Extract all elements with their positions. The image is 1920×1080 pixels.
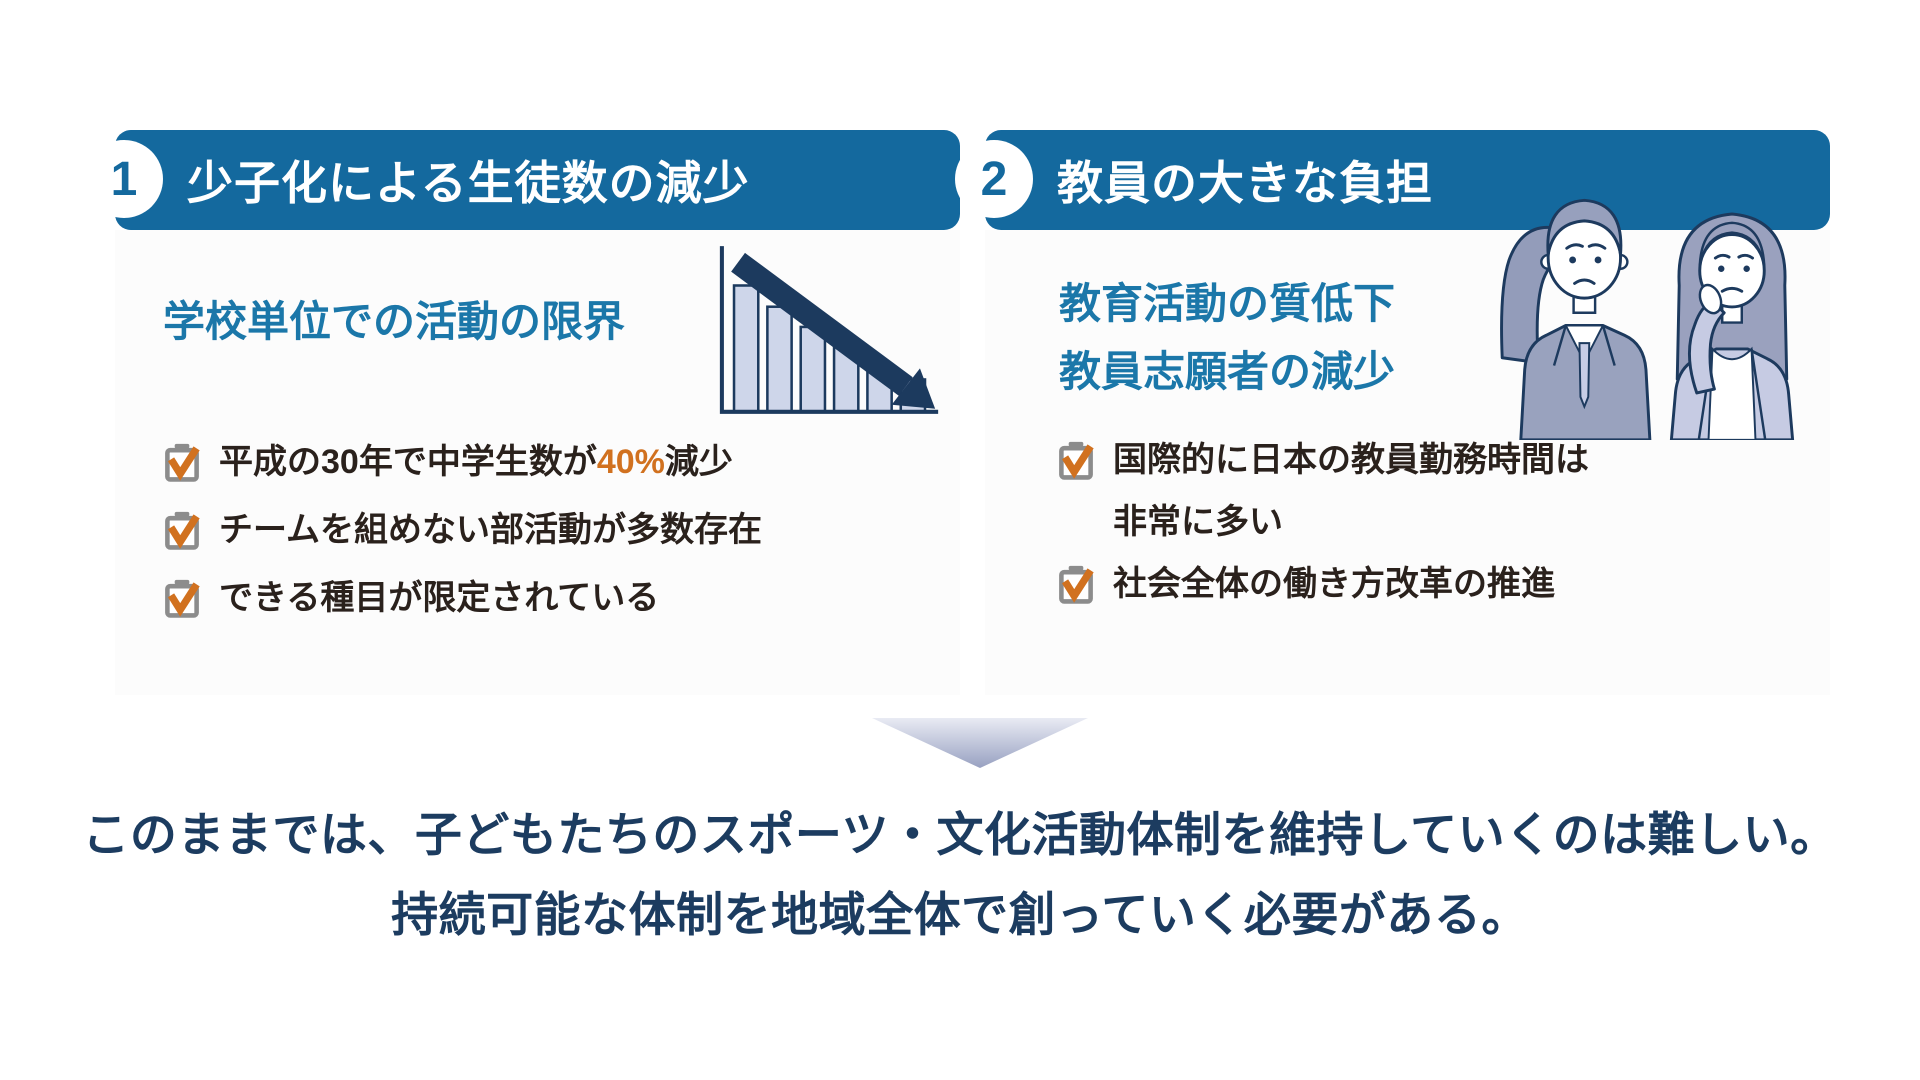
arrow-head <box>891 368 936 409</box>
list-item: 社会全体の働き方改革の推進 <box>1055 562 1589 606</box>
panel1-number-badge: 1 <box>85 140 163 218</box>
text-pre: できる種目が限定されている <box>219 579 660 617</box>
list-item-text: 非常に多い <box>1113 503 1283 541</box>
text-post: 減少 <box>664 443 733 481</box>
panel1-check-list: 平成の30年で中学生数が40%減少 チームを組めない部活動が多数存在 できる種目… <box>161 440 762 620</box>
checkbox-icon <box>1055 440 1097 482</box>
list-item-text: 国際的に日本の教員勤務時間は <box>1113 441 1589 479</box>
text-highlight: 40% <box>596 443 665 481</box>
list-item-text: チームを組めない部活動が多数存在 <box>219 508 762 552</box>
panel2-title: 教員の大きな負担 <box>1057 157 1433 209</box>
checkbox-icon <box>1055 564 1097 606</box>
panel1-subtitle: 学校単位での活動の限界 <box>163 298 626 345</box>
list-item-text: できる種目が限定されている <box>219 576 659 620</box>
panel2-number-badge: 2 <box>955 140 1033 218</box>
panel-student-decline: 1 少子化による生徒数の減少 学校単位での活動の限界 平成の30年で中学生数が4… <box>85 130 960 695</box>
list-item-text: 平成の30年で中学生数が40%減少 <box>219 440 733 484</box>
checkbox-icon <box>161 510 203 552</box>
list-item-continuation: 非常に多い <box>1055 500 1589 544</box>
panel1-body: 学校単位での活動の限界 平成の30年で中学生数が40%減少 チームを組めない部活… <box>115 230 960 695</box>
checkbox-icon <box>161 442 203 484</box>
declining-bar-chart-icon <box>719 246 939 414</box>
panel1-header: 1 少子化による生徒数の減少 <box>85 130 960 230</box>
panel2-subtitle-line2: 教員志願者の減少 <box>1059 348 1396 395</box>
list-item: 平成の30年で中学生数が40%減少 <box>161 440 762 484</box>
panel1-title: 少子化による生徒数の減少 <box>187 157 750 209</box>
list-item: チームを組めない部活動が多数存在 <box>161 508 762 552</box>
list-item-text: 社会全体の働き方改革の推進 <box>1113 565 1555 603</box>
panel-teacher-burden: 2 教員の大きな負担 教育活動の質低下 教員志願者の減少 <box>955 130 1830 695</box>
panel2-subtitle: 教育活動の質低下 教員志願者の減少 <box>1059 270 1395 406</box>
down-arrow-icon <box>872 718 1088 768</box>
conclusion-line1: このままでは、子どもたちのスポーツ・文化活動体制を維持していくのは難しい。 <box>82 808 1838 861</box>
panel2-subtitle-line1: 教育活動の質低下 <box>1059 280 1396 327</box>
list-item: 国際的に日本の教員勤務時間は <box>1055 438 1589 482</box>
panel2-header: 2 教員の大きな負担 <box>955 130 1830 230</box>
text-pre: 平成の30年で中学生数が <box>219 443 597 481</box>
two-worried-teachers-illustration <box>1500 198 1795 440</box>
checkbox-icon <box>161 578 203 620</box>
conclusion-line2: 持続可能な体制を地域全体で創っていく必要がある。 <box>391 888 1529 941</box>
list-item: できる種目が限定されている <box>161 576 762 620</box>
panel2-body: 教育活動の質低下 教員志願者の減少 <box>985 198 1830 695</box>
text-pre: チームを組めない部活動が多数存在 <box>219 511 762 549</box>
panel2-check-list: 国際的に日本の教員勤務時間は 非常に多い 社会全体の働き方改革の推進 <box>1055 438 1589 606</box>
